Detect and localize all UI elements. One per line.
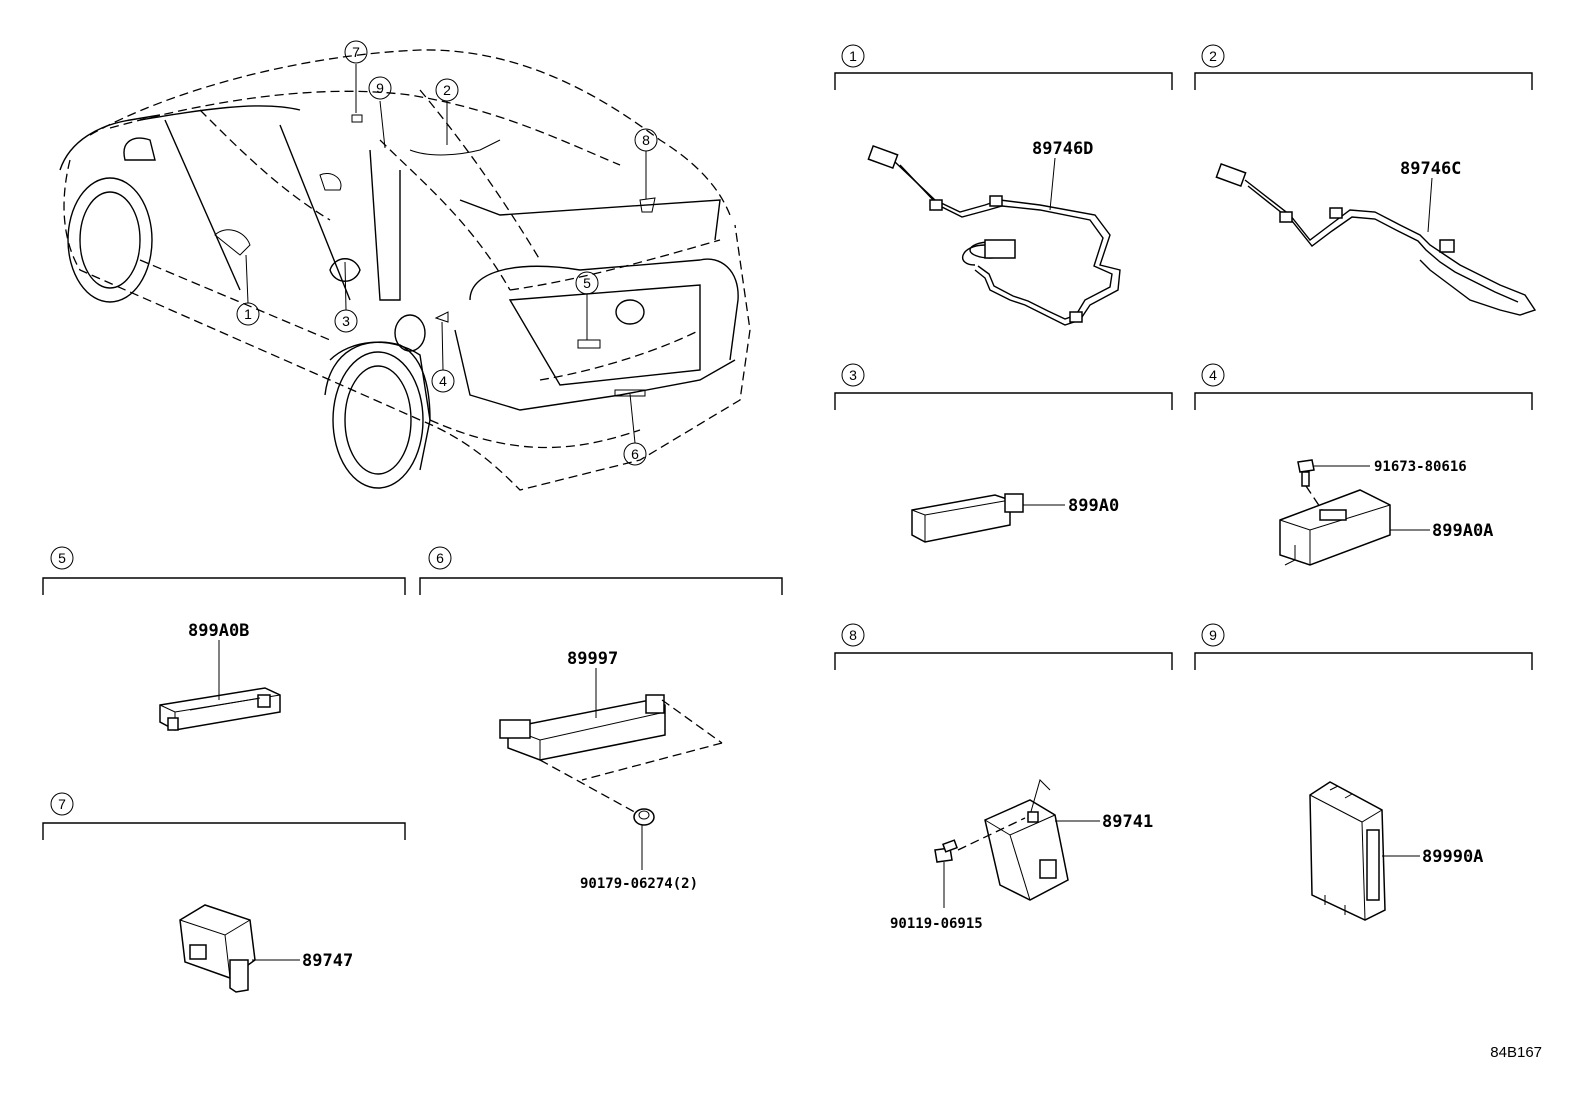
part-89746D-harness: 89746D <box>867 139 1121 326</box>
part-number-90119-06915: 90119-06915 <box>890 916 983 932</box>
part-89990A-ecu: 89990A <box>1309 781 1483 921</box>
car-callout-3: 3 <box>334 309 358 333</box>
part-899A0A-antenna: 899A0A <box>1279 489 1493 566</box>
section-header-9: 9 <box>1194 623 1533 670</box>
part-number-899A0A: 899A0A <box>1432 521 1493 541</box>
section-header-1: 1 <box>834 44 1173 90</box>
part-number-89741: 89741 <box>1102 812 1153 832</box>
car-callout-8: 8 <box>634 128 658 152</box>
svg-text:7: 7 <box>352 44 360 60</box>
section-header-4: 4 <box>1194 363 1533 410</box>
car-callout-5: 5 <box>575 271 599 295</box>
clip-90179-06274: 90179-06274(2) <box>580 808 698 892</box>
svg-text:3: 3 <box>849 367 857 383</box>
svg-text:1: 1 <box>244 306 252 322</box>
svg-text:9: 9 <box>1209 627 1217 643</box>
section-header-8: 8 <box>834 623 1173 670</box>
part-number-89990A: 89990A <box>1422 847 1483 867</box>
svg-text:6: 6 <box>631 446 639 462</box>
svg-text:3: 3 <box>342 313 350 329</box>
part-number-90179-06274: 90179-06274(2) <box>580 876 698 892</box>
svg-text:2: 2 <box>1209 48 1217 64</box>
section-header-3: 3 <box>834 363 1173 410</box>
section-header-7: 7 <box>42 792 406 840</box>
svg-text:2: 2 <box>443 82 451 98</box>
vehicle-overview: 1 2 3 4 5 6 7 8 9 <box>59 40 751 491</box>
part-89747-sensor: 89747 <box>179 904 353 993</box>
svg-text:7: 7 <box>58 796 66 812</box>
bolt-90119-06915: 90119-06915 <box>890 839 983 932</box>
part-number-89747: 89747 <box>302 951 353 971</box>
part-number-899A0: 899A0 <box>1068 496 1119 516</box>
part-89997-antenna: 89997 <box>499 649 723 816</box>
section-header-6: 6 <box>419 546 783 595</box>
part-89741-module: 89741 <box>957 779 1153 901</box>
car-callout-4: 4 <box>431 369 455 393</box>
part-number-91673-80616: 91673-80616 <box>1374 459 1467 475</box>
svg-text:8: 8 <box>849 627 857 643</box>
section-header-5: 5 <box>42 546 406 595</box>
section-header-2: 2 <box>1194 44 1533 90</box>
part-899A0-antenna: 899A0 <box>911 493 1119 543</box>
car-callout-1: 1 <box>236 302 260 326</box>
svg-text:4: 4 <box>1209 367 1217 383</box>
svg-text:9: 9 <box>376 80 384 96</box>
part-number-89746C: 89746C <box>1400 159 1461 179</box>
car-callout-6: 6 <box>623 442 647 466</box>
svg-text:5: 5 <box>583 275 591 291</box>
part-number-89746D: 89746D <box>1032 139 1093 159</box>
part-899A0B-antenna: 899A0B <box>159 621 281 731</box>
car-callout-7: 7 <box>344 40 368 64</box>
svg-text:1: 1 <box>849 48 857 64</box>
part-number-89997: 89997 <box>567 649 618 669</box>
car-callout-9: 9 <box>368 76 392 100</box>
car-callout-2: 2 <box>435 78 459 102</box>
svg-text:5: 5 <box>58 550 66 566</box>
svg-text:6: 6 <box>436 550 444 566</box>
part-number-899A0B: 899A0B <box>188 621 249 641</box>
diagram-code: 84B167 <box>1490 1044 1542 1061</box>
part-89746C-harness: 89746C <box>1215 159 1537 316</box>
svg-text:8: 8 <box>642 132 650 148</box>
bolt-91673-80616: 91673-80616 <box>1297 459 1467 511</box>
svg-text:4: 4 <box>439 373 447 389</box>
